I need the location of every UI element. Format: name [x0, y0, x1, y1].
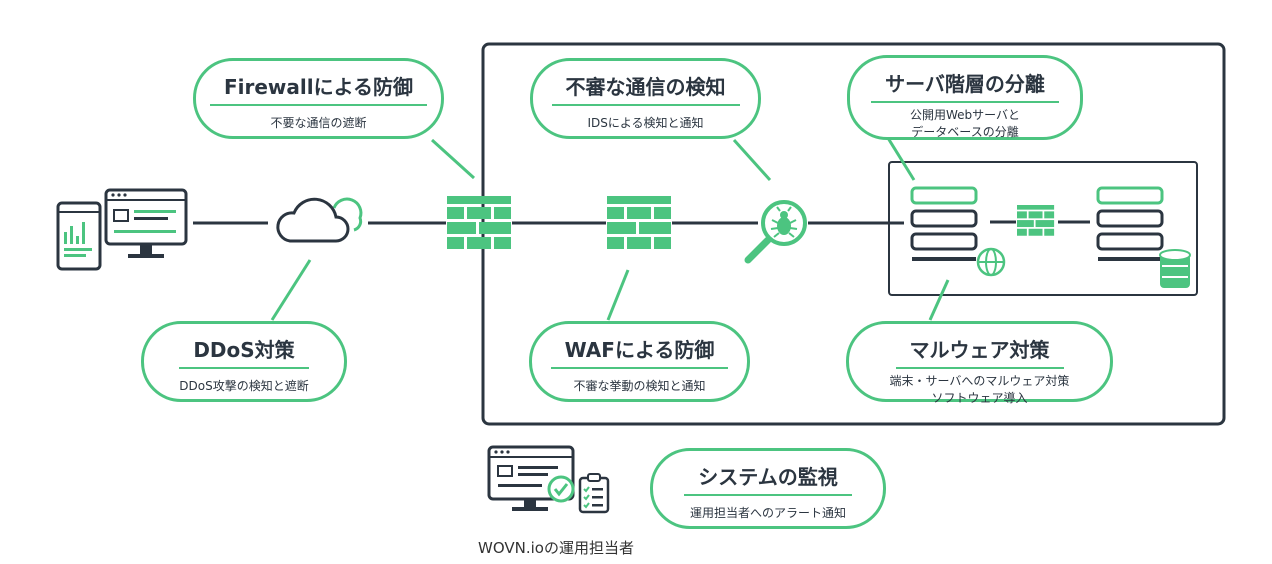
- db-server-icon: [1096, 186, 1164, 261]
- clipboard-icon: [578, 473, 610, 514]
- firewall-icon: [447, 196, 511, 249]
- bubble-firewall-title: Firewallによる防御: [209, 71, 428, 106]
- bubble-ids-title: 不審な通信の検知: [551, 71, 740, 106]
- bubble-malware: マルウェア対策 端末・サーバへのマルウェア対策 ソフトウェア導入: [846, 321, 1113, 405]
- bubble-malware-title: マルウェア対策: [895, 334, 1064, 369]
- bubble-server-title: サーバ階層の分離: [871, 68, 1059, 103]
- bubble-waf-title: WAFによる防御: [550, 334, 729, 369]
- bubble-ddos-desc: DDoS攻撃の検知と遮断: [179, 379, 309, 393]
- server-tier-box: [888, 161, 1198, 296]
- bubble-firewall-desc: 不要な通信の遮断: [270, 116, 367, 130]
- database-icon: [1159, 249, 1191, 288]
- cloud-icon: [276, 197, 363, 243]
- devices-icon: [56, 188, 188, 271]
- web-server-icon: [910, 186, 978, 261]
- bubble-malware-desc: 端末・サーバへのマルウェア対策 ソフトウェア導入: [889, 374, 1070, 405]
- bubble-monitor-desc: 運用担当者へのアラート通知: [689, 506, 846, 520]
- bug-search-icon: [744, 200, 807, 264]
- bubble-firewall: Firewallによる防御 不要な通信の遮断: [193, 58, 444, 139]
- bubble-ids: 不審な通信の検知 IDSによる検知と通知: [530, 58, 761, 139]
- bubble-server-desc: 公開用Webサーバと データベースの分離: [909, 108, 1021, 139]
- monitor-check-icon: [487, 445, 575, 511]
- waf-firewall-icon: [607, 196, 671, 249]
- operator-caption: WOVN.ioの運用担当者: [478, 539, 634, 557]
- bubble-waf-desc: 不審な挙動の検知と通知: [573, 379, 706, 393]
- bubble-waf: WAFによる防御 不審な挙動の検知と通知: [529, 321, 750, 402]
- bubble-ddos-title: DDoS対策: [179, 334, 309, 369]
- bubble-monitor: システムの監視 運用担当者へのアラート通知: [650, 448, 886, 529]
- bubble-server: サーバ階層の分離 公開用Webサーバと データベースの分離: [847, 55, 1083, 140]
- callout-connectors: [270, 137, 950, 321]
- globe-icon: [976, 247, 1006, 277]
- bubble-ddos: DDoS対策 DDoS攻撃の検知と遮断: [141, 321, 347, 402]
- server-firewall-icon: [1017, 205, 1055, 236]
- bubble-monitor-title: システムの監視: [684, 461, 852, 496]
- bubble-ids-desc: IDSによる検知と通知: [587, 116, 704, 130]
- network-line: [193, 220, 1090, 225]
